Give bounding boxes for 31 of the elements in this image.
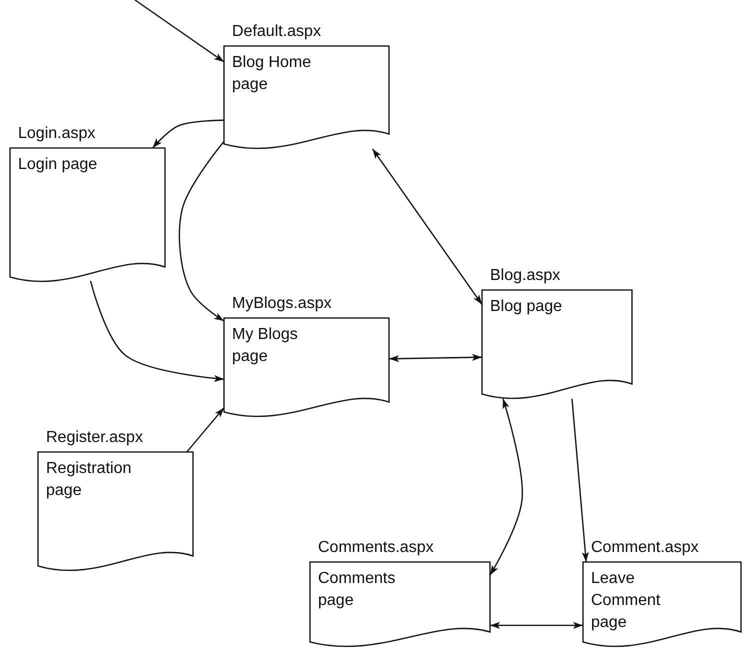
document-node	[224, 294, 389, 420]
page-title: Comments page	[318, 569, 396, 611]
arrow	[178, 141, 224, 322]
arrow	[152, 120, 224, 148]
file-name: Comment.aspx	[591, 538, 699, 558]
arrow	[571, 398, 589, 562]
arrow	[90, 280, 224, 382]
arrow	[490, 622, 583, 629]
document-node	[310, 538, 490, 650]
document-node	[482, 266, 632, 402]
file-name: Default.aspx	[232, 22, 321, 42]
document-node	[10, 124, 165, 285]
file-name: Register.aspx	[46, 428, 143, 448]
page-title: Blog page	[490, 297, 564, 317]
file-name: Blog.aspx	[490, 266, 560, 286]
page-title: Blog Home page	[232, 53, 312, 95]
file-name: Comments.aspx	[318, 538, 434, 558]
arrow	[134, 0, 224, 62]
document-node	[224, 22, 389, 152]
page-title: Login page	[18, 155, 98, 175]
arrow	[489, 398, 523, 576]
file-name: MyBlogs.aspx	[232, 294, 332, 314]
document-node	[583, 538, 741, 650]
page-title: Registration page	[46, 459, 132, 501]
page-title: Leave Comment page	[591, 569, 662, 633]
arrow	[388, 354, 482, 362]
arrow	[186, 407, 224, 452]
page-title: My Blogs page	[232, 325, 299, 367]
arrow	[372, 148, 483, 305]
document-node	[38, 428, 193, 574]
file-name: Login.aspx	[18, 124, 96, 144]
